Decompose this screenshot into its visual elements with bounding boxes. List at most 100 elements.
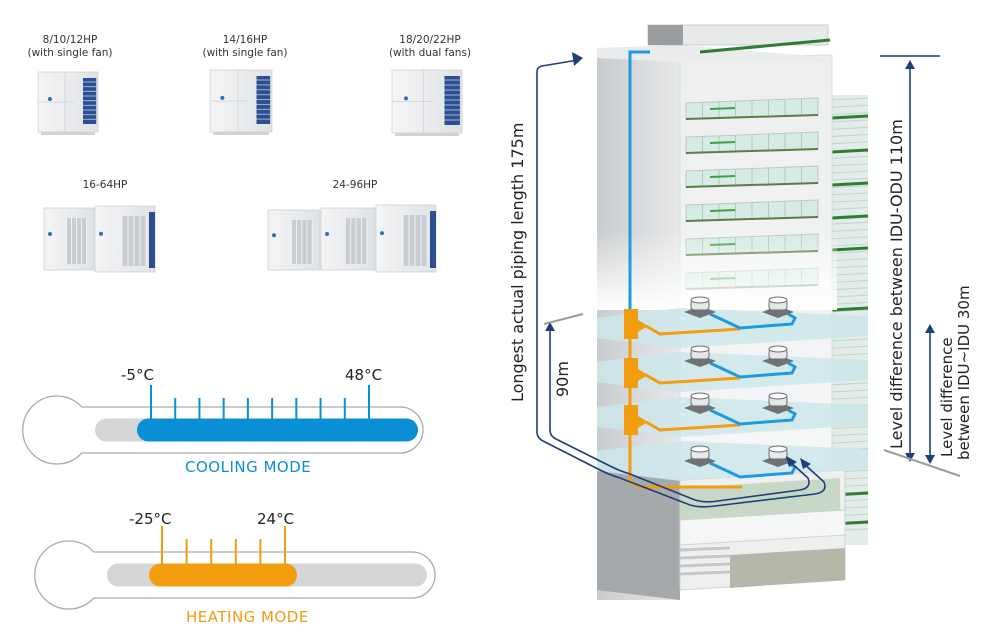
louver-slat	[831, 338, 869, 342]
brand-logo-icon	[404, 96, 408, 101]
louver-slat	[831, 192, 869, 196]
indoor-floor	[624, 345, 797, 388]
branch-joint-nozzle	[638, 369, 648, 381]
first-branch-length-label: 90m	[553, 361, 572, 397]
cassette-top	[768, 445, 788, 453]
louver-slat	[831, 126, 869, 130]
unit-capacity: 16-64HP	[82, 179, 128, 191]
unit-capacity: 14/16HP	[222, 34, 268, 46]
unit-capacity: 8/10/12HP	[42, 34, 98, 46]
louver-slat	[831, 134, 869, 137]
window-sill	[685, 216, 819, 222]
podium-louver	[679, 562, 731, 568]
louver-slat	[831, 287, 869, 291]
louver-slat	[831, 440, 869, 444]
branch-gas-pipe	[709, 359, 797, 379]
louver-slat	[831, 426, 869, 429]
louver-slat	[831, 301, 869, 305]
brand-logo-icon	[272, 233, 276, 238]
indoor-cassette-unit	[762, 345, 794, 367]
branch-joint-nozzle	[638, 416, 648, 428]
cooling-mode-label: COOLING MODE	[185, 458, 312, 476]
indoor-cassette-unit	[762, 296, 794, 318]
branch-liquid-pipe	[645, 324, 741, 336]
unit-label-18-22hp: 18/20/22HP (with dual fans)	[380, 34, 480, 60]
window-sill	[685, 148, 819, 154]
cooling-max-temp: 48°C	[345, 366, 383, 384]
louver-slat	[831, 97, 869, 101]
brand-logo-icon	[48, 232, 52, 237]
arrowhead-icon	[572, 52, 583, 66]
outdoor-unit-18-22hp	[391, 69, 463, 136]
indoor-cassette-unit	[684, 296, 716, 318]
idu-odu-level-label: Level difference between IDU-ODU 110m	[887, 119, 906, 449]
louver-slat	[831, 112, 869, 116]
indoor-floor	[624, 392, 797, 435]
louver-accent	[831, 306, 869, 312]
louver-slat	[831, 389, 869, 393]
unit-fan-note: (with dual fans)	[388, 47, 472, 59]
louver-slat	[831, 265, 869, 269]
indoor-floor	[624, 296, 797, 339]
arrowhead-icon	[545, 322, 555, 331]
heating-min-temp: -25°C	[129, 510, 172, 528]
roof-canopy-shadow	[648, 25, 683, 45]
louver-slat	[831, 228, 869, 232]
branch-joint-nozzle	[638, 320, 648, 332]
green-accent	[709, 107, 736, 110]
arrowhead-down-icon	[925, 455, 935, 464]
louver-slat	[831, 170, 869, 174]
unit-fan-note: (with single fan)	[202, 47, 288, 59]
louver-slat	[831, 104, 869, 108]
louver-slat	[831, 221, 869, 225]
unit-capacity: 24-96HP	[332, 179, 378, 191]
green-accent	[709, 175, 736, 178]
unit-label-16-64hp: 16-64HP	[55, 179, 155, 192]
arrowhead-down-icon	[905, 453, 915, 462]
longest-piping-path	[536, 59, 826, 508]
indoor-cassette-unit	[684, 392, 716, 414]
brand-logo-icon	[48, 97, 52, 101]
unit-base	[41, 132, 95, 135]
outdoor-module-b	[94, 205, 156, 273]
cassette-top	[768, 296, 788, 304]
indoor-cassette-unit	[684, 445, 716, 467]
cassette-top	[768, 345, 788, 353]
idu-idu-level-label-line2: between IDU~IDU 30m	[955, 285, 973, 460]
louver-slat	[831, 236, 869, 240]
coil-grille	[430, 211, 436, 268]
cassette-top	[768, 392, 788, 400]
louver-accent	[831, 246, 869, 252]
refnet-branch-joint	[624, 358, 638, 388]
coil-grille	[149, 212, 155, 268]
arrowhead-icon	[800, 458, 811, 469]
longest-piping-label: Longest actual piping length 175m	[508, 122, 527, 402]
branch-liquid-pipe	[645, 373, 741, 385]
louver-slat	[831, 155, 869, 159]
louver-slat	[831, 119, 869, 123]
unit-fan-note: (with single fan)	[27, 47, 113, 59]
louver-slat	[831, 258, 869, 262]
louver-accent	[831, 114, 869, 120]
fade-overlay	[597, 230, 837, 310]
cassette-top	[690, 445, 710, 453]
heating-mode-label: HEATING MODE	[186, 608, 309, 626]
louver-slat	[831, 272, 869, 276]
window-band	[685, 97, 819, 120]
roof-slab	[597, 45, 832, 62]
green-accent	[709, 209, 736, 212]
temperature-range-bar	[149, 563, 297, 587]
unit-label-24-96hp: 24-96HP	[305, 179, 405, 192]
podium-entrance	[730, 548, 845, 588]
window-band	[685, 199, 819, 222]
louver-slat	[831, 309, 869, 313]
window-sill	[685, 114, 819, 120]
ground-reference-mark	[883, 449, 961, 477]
outdoor-unit-8-12hp	[37, 71, 99, 135]
louver-accent	[831, 148, 869, 154]
brand-logo-icon	[99, 231, 103, 236]
